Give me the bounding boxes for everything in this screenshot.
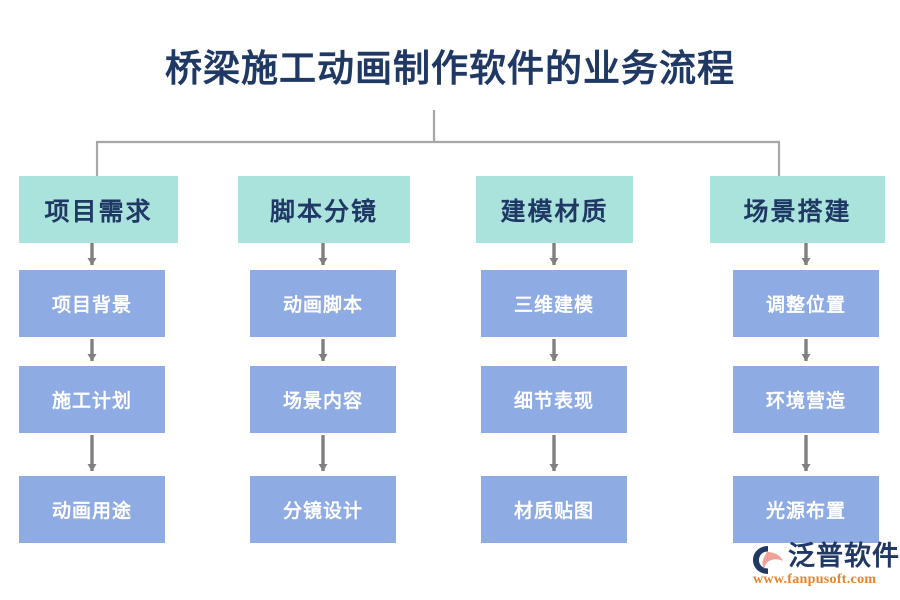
page-title: 桥梁施工动画制作软件的业务流程 xyxy=(165,49,735,90)
step-box-column-3-row-1[interactable]: 三维建模 xyxy=(481,270,627,337)
logo: 泛普软件 www.fanpusoft.com xyxy=(752,541,900,593)
step-box-column-1-row-3[interactable]: 动画用途 xyxy=(19,476,165,543)
header-box-column-4[interactable]: 场景搭建 xyxy=(710,176,885,243)
fanpu-logo-mark-icon xyxy=(753,546,783,574)
step-box-column-3-row-3[interactable]: 材质贴图 xyxy=(481,476,627,543)
logo-website-url: www.fanpusoft.com xyxy=(753,572,877,587)
header-box-column-1[interactable]: 项目需求 xyxy=(19,176,178,243)
step-box-column-3-row-2[interactable]: 细节表现 xyxy=(481,366,627,433)
header-box-column-2[interactable]: 脚本分镜 xyxy=(238,176,410,243)
step-box-column-1-row-1[interactable]: 项目背景 xyxy=(19,270,165,337)
step-box-column-4-row-1[interactable]: 调整位置 xyxy=(733,270,879,337)
step-box-column-4-row-3[interactable]: 光源布置 xyxy=(733,476,879,543)
logo-brand-name: 泛普软件 xyxy=(788,541,900,571)
step-box-column-2-row-1[interactable]: 动画脚本 xyxy=(250,270,396,337)
step-box-column-2-row-3[interactable]: 分镜设计 xyxy=(250,476,396,543)
step-box-column-4-row-2[interactable]: 环境营造 xyxy=(733,366,879,433)
step-box-column-2-row-2[interactable]: 场景内容 xyxy=(250,366,396,433)
step-box-column-1-row-2[interactable]: 施工计划 xyxy=(19,366,165,433)
header-box-column-3[interactable]: 建模材质 xyxy=(476,176,633,243)
